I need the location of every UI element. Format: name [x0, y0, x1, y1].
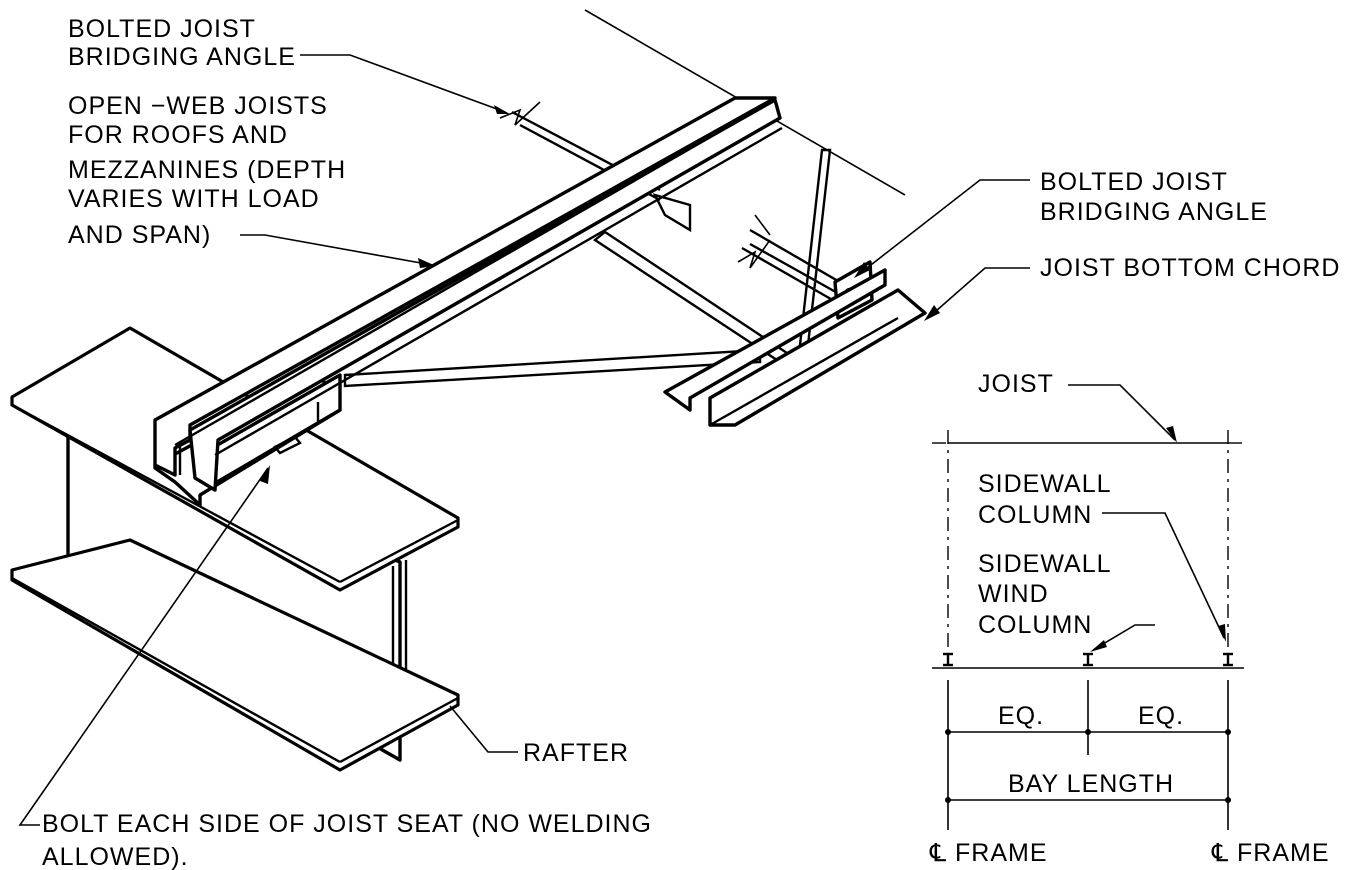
label-rafter: RAFTER [523, 739, 629, 767]
joist-bottom-chord [663, 268, 927, 427]
leader-plan-joist [1068, 384, 1176, 441]
label-bridging-right-2: BRIDGING ANGLE [1040, 198, 1268, 226]
label-eq-left: EQ. [998, 702, 1044, 730]
iso-labels: BOLTED JOIST BRIDGING ANGLE OPEN −WEB JO… [42, 15, 1340, 870]
leader-wind-column [1092, 624, 1155, 651]
leader-bottom-chord [927, 267, 1030, 319]
sidewall-wind-column-icon [1083, 652, 1093, 667]
label-bottom-chord: JOIST BOTTOM CHORD [1040, 254, 1340, 282]
isometric-detail [10, 9, 927, 772]
label-wind-column-2: WIND [978, 580, 1049, 608]
label-joists-4: VARIES WITH LOAD [68, 185, 320, 213]
label-bay-length: BAY LENGTH [1008, 770, 1174, 798]
label-bolt-note-1: BOLT EACH SIDE OF JOIST SEAT (NO WELDING [42, 810, 652, 838]
label-plan-joist: JOIST [978, 370, 1054, 398]
joist-top-chord [153, 96, 783, 492]
label-bridging-right-1: BOLTED JOIST [1040, 168, 1228, 196]
leader-bolt-note [18, 467, 269, 826]
label-wind-column-3: COLUMN [978, 611, 1092, 639]
leader-bridging-top [300, 54, 506, 113]
leader-joists [240, 234, 433, 266]
label-sidewall-column-1: SIDEWALL [978, 470, 1112, 498]
leader-sidewall-column [1102, 512, 1225, 639]
label-bolt-note-2: ALLOWED). [42, 843, 189, 870]
label-frame-left: ℄ FRAME [929, 839, 1048, 867]
label-joists-1: OPEN −WEB JOISTS [68, 92, 328, 120]
sidewall-column-left-icon [943, 652, 953, 667]
label-bridging-top-1: BOLTED JOIST [68, 15, 256, 43]
label-joists-5: AND SPAN) [68, 221, 211, 249]
label-eq-right: EQ. [1138, 702, 1184, 730]
slotted-bolt-hole-icon [273, 435, 302, 455]
plan-labels: JOIST SIDEWALL COLUMN SIDEWALL WIND COLU… [929, 370, 1330, 867]
leaders [18, 54, 1030, 826]
joist-web-strut [343, 348, 762, 388]
label-wind-column-1: SIDEWALL [978, 550, 1112, 578]
sidewall-column-right-icon [1223, 652, 1233, 667]
label-sidewall-column-2: COLUMN [978, 501, 1092, 529]
leader-bridging-right [857, 179, 1030, 276]
leader-rafter [449, 705, 518, 753]
label-joists-2: FOR ROOFS AND [68, 121, 288, 149]
label-bridging-top-2: BRIDGING ANGLE [68, 43, 296, 71]
plan-schematic [932, 384, 1244, 830]
label-frame-right: ℄ FRAME [1211, 839, 1330, 867]
label-joists-3: MEZZANINES (DEPTH [68, 156, 346, 184]
